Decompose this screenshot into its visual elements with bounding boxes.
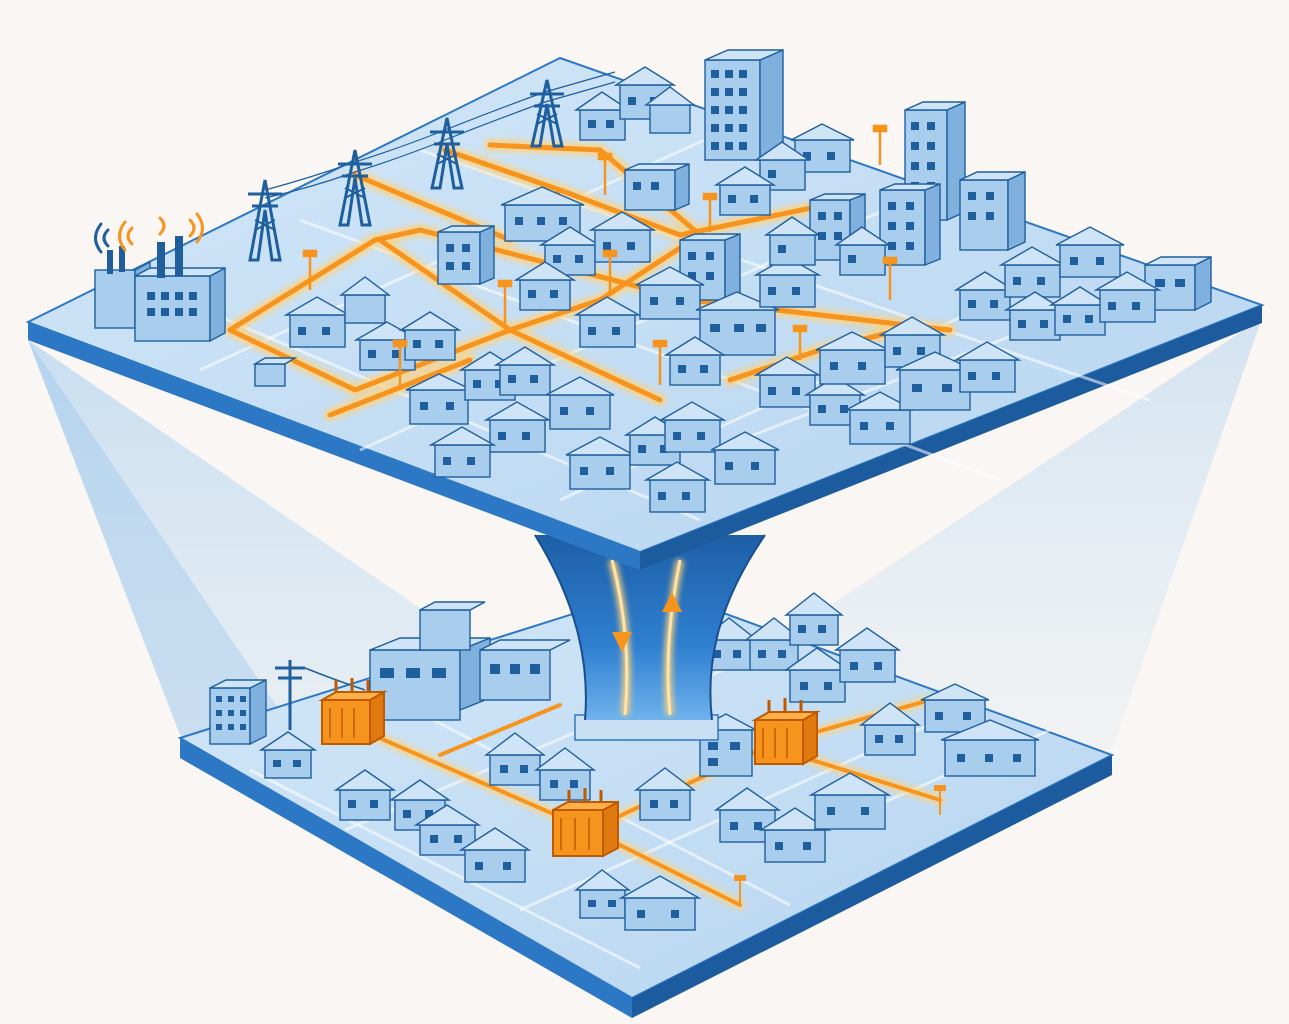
house [458, 827, 532, 883]
transmission-tower-icon [338, 149, 372, 227]
house [753, 256, 822, 308]
house [643, 461, 712, 513]
house [953, 271, 1017, 321]
factory-block [419, 601, 486, 651]
house [758, 807, 832, 863]
factory-block [479, 639, 571, 701]
house [753, 356, 822, 408]
house [618, 875, 702, 931]
wireless-signal-icon [94, 212, 204, 254]
house [763, 216, 822, 266]
house [573, 91, 632, 141]
house [858, 702, 922, 756]
house [940, 719, 1040, 777]
house [895, 351, 975, 411]
house [588, 211, 657, 263]
house [483, 732, 547, 786]
house [338, 276, 392, 324]
house [783, 592, 845, 646]
house [565, 436, 635, 490]
skyscraper [704, 48, 784, 162]
house [663, 336, 727, 386]
house [258, 731, 318, 779]
arrow-down-icon [612, 632, 632, 652]
streetlight-icon [302, 124, 898, 385]
house [998, 246, 1067, 298]
house [533, 747, 597, 801]
house [545, 376, 615, 430]
house [658, 401, 727, 453]
house [713, 166, 777, 216]
house [283, 296, 352, 348]
house [710, 431, 780, 485]
house [513, 261, 577, 311]
house [333, 769, 397, 821]
lower-buildings [209, 592, 1040, 931]
office-building [437, 224, 495, 286]
house [1093, 271, 1162, 323]
office-building [679, 232, 741, 302]
house [398, 311, 462, 361]
arrow-up-icon [662, 592, 682, 612]
house [405, 373, 473, 425]
tall-building [209, 678, 267, 746]
house [953, 341, 1022, 393]
house [713, 787, 782, 843]
utility-pole-icon [275, 660, 366, 730]
house [573, 296, 642, 348]
house [815, 331, 890, 385]
house [743, 617, 805, 671]
house [635, 266, 705, 320]
house [633, 767, 697, 821]
house [1055, 226, 1125, 278]
office-building [959, 170, 1026, 252]
house [428, 426, 497, 478]
house [845, 391, 915, 445]
transformer-icon [751, 698, 821, 766]
streetlight-icon [734, 785, 946, 905]
energy-funnel [534, 534, 766, 741]
house [493, 346, 557, 396]
house [833, 627, 902, 683]
house [643, 86, 697, 134]
house [252, 357, 298, 387]
transmission-tower-icon [248, 179, 282, 262]
transmission-tower-icon [430, 117, 464, 190]
house [538, 226, 602, 276]
house [808, 772, 892, 830]
power-plant-icon [94, 236, 226, 343]
house [753, 141, 812, 191]
house [483, 401, 552, 453]
house [833, 226, 892, 276]
upper-buildings [252, 48, 1212, 513]
office-building [879, 182, 941, 267]
transformer-icon [318, 678, 388, 746]
transformer-icon [552, 788, 619, 858]
transmission-tower-icon [530, 79, 564, 148]
office-building [624, 162, 690, 212]
house [878, 316, 947, 368]
house [783, 647, 852, 703]
